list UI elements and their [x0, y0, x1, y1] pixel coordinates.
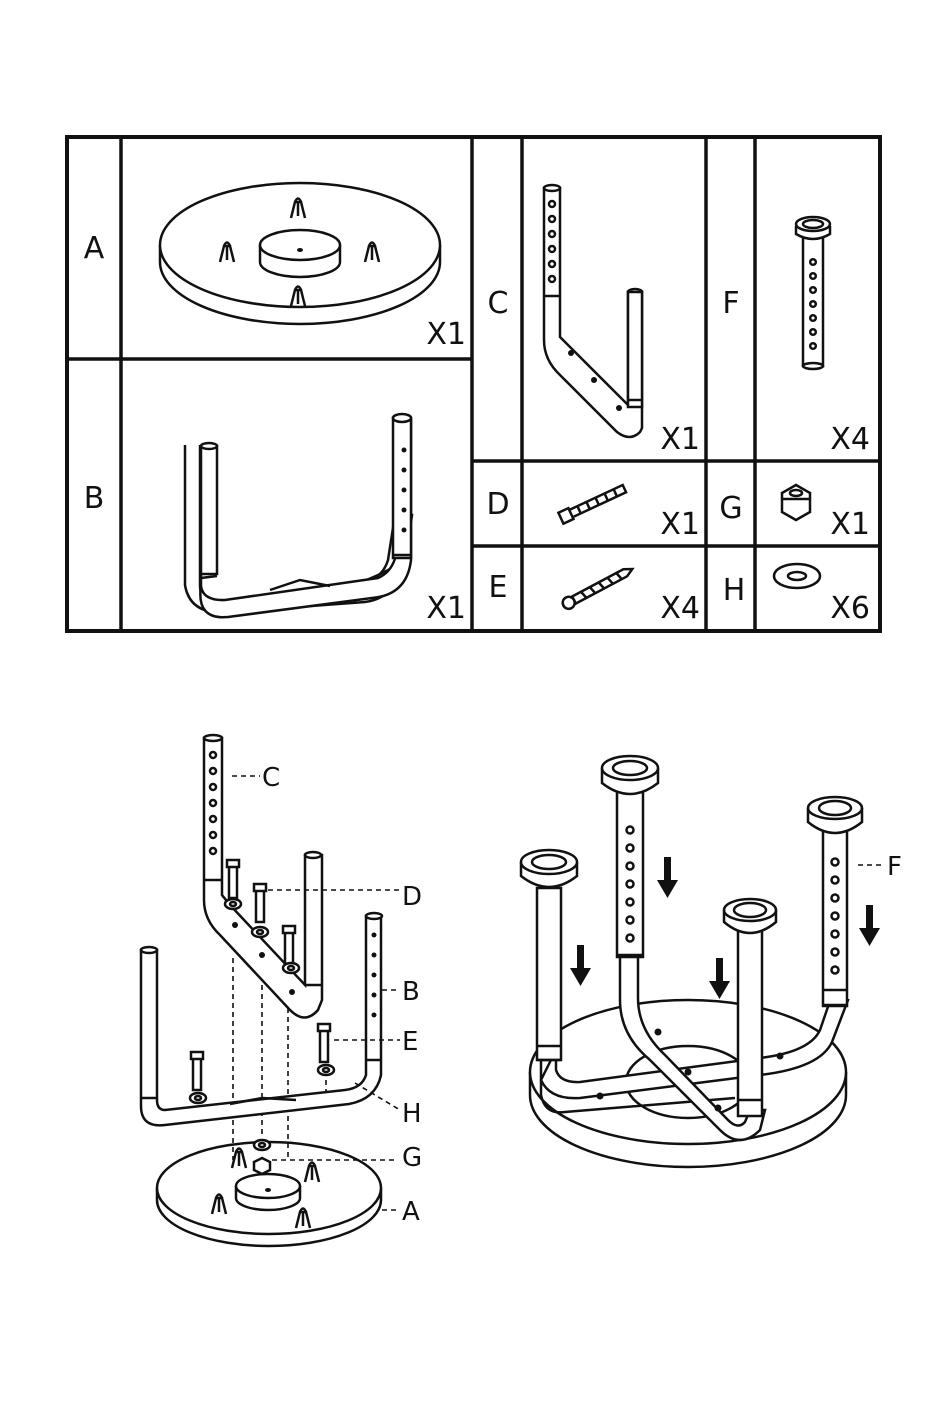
part-letter-b: B — [84, 481, 105, 516]
part-qty-a: X1 — [426, 317, 466, 352]
down-arrow-icon — [709, 958, 730, 999]
callout-f: F — [887, 852, 902, 882]
part-d-bolt-illustration — [558, 483, 627, 523]
callout-d: D — [402, 882, 422, 912]
part-qty-h: X6 — [830, 591, 870, 626]
part-letter-e: E — [489, 570, 508, 605]
down-arrow-icon — [657, 857, 678, 898]
callout-g: G — [402, 1143, 422, 1173]
part-c-leg-frame-illustration — [544, 185, 642, 437]
part-b-base-frame-illustration — [185, 414, 412, 617]
down-arrow-icon — [859, 905, 880, 946]
part-letter-h: H — [723, 573, 746, 608]
callout-b: B — [402, 977, 420, 1007]
part-qty-f: X4 — [830, 422, 870, 457]
part-letter-d: D — [486, 487, 509, 522]
part-qty-c: X1 — [660, 422, 700, 457]
down-arrow-icon — [570, 945, 591, 986]
exploded-view — [141, 735, 400, 1246]
part-e-screw-illustration — [561, 564, 636, 611]
callout-e: E — [402, 1027, 418, 1057]
part-letter-g: G — [719, 491, 742, 526]
part-qty-e: X4 — [660, 591, 700, 626]
callout-h: H — [402, 1099, 422, 1129]
part-letter-f: F — [722, 286, 739, 321]
part-qty-d: X1 — [660, 507, 700, 542]
part-letter-c: C — [488, 286, 509, 321]
part-qty-b: X1 — [426, 591, 466, 626]
part-g-nut-illustration — [782, 485, 810, 520]
part-a-seat-illustration — [160, 183, 440, 324]
assembled-view — [521, 756, 885, 1167]
part-qty-g: X1 — [830, 507, 870, 542]
callout-a: A — [402, 1197, 420, 1227]
part-letter-a: A — [84, 231, 105, 266]
part-h-washer-illustration — [774, 564, 820, 588]
part-f-foot-insert-illustration — [796, 217, 830, 369]
callout-c: C — [262, 763, 280, 793]
